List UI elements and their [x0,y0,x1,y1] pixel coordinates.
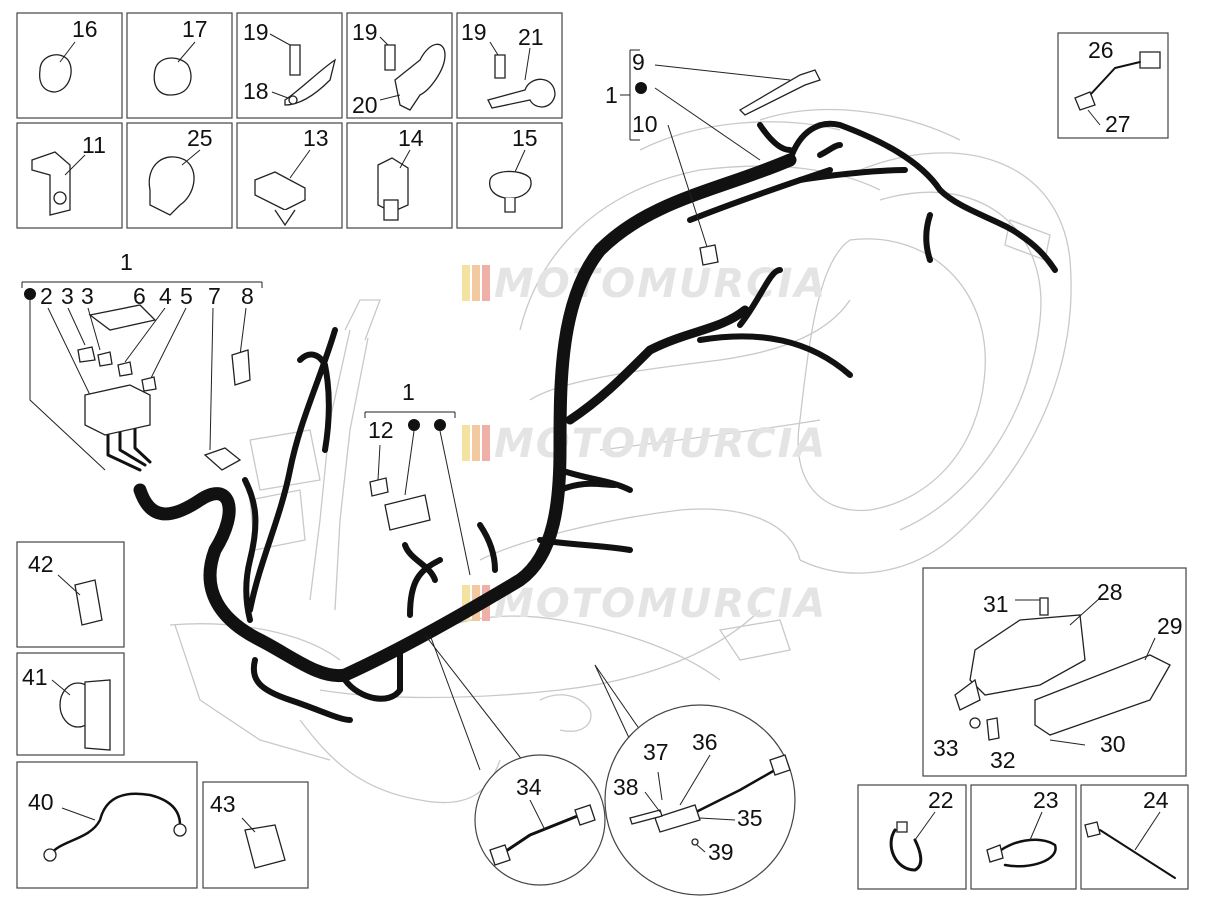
part-number-25: 25 [187,125,213,151]
part-box-23: 23 [970,784,1077,890]
part-box-11: 11 [16,122,123,229]
part-number-22: 22 [928,787,954,813]
part-number-23: 23 [1033,787,1059,813]
detail-circle-34: 34 [424,634,606,886]
part-box-22: 22 [857,784,967,890]
part-number-5: 5 [180,283,193,309]
part-number-30: 30 [1100,731,1126,757]
part-number-21: 21 [518,24,544,50]
part-number-19: 19 [243,19,269,45]
part-number-29: 29 [1157,613,1183,639]
part-number-12: 12 [368,417,394,443]
part-number-17: 17 [182,16,208,42]
part-number-19: 19 [352,19,378,45]
part-number-34: 34 [516,774,542,800]
part-number-37: 37 [643,739,669,765]
part-number-2: 2 [40,283,53,309]
watermark-text: MOTOMURCIA [494,581,827,627]
part-number-31: 31 [983,591,1009,617]
part-box-43: 43 [202,781,309,889]
part-box-15: 15 [456,122,563,229]
kit-dot [24,288,36,300]
part-box-18-19: 19 18 [236,12,343,119]
part-group-fuse-box: 1 2 3 3 6 4 5 7 8 [21,249,263,471]
part-number-1: 1 [402,379,415,405]
part-box-16: 16 [16,12,123,119]
part-number-27: 27 [1105,111,1131,137]
detail-circle-35-39: 37 36 38 35 39 [594,664,796,896]
part-number-19: 19 [461,19,487,45]
part-box-19-21: 19 21 [456,12,563,119]
part-number-11: 11 [82,132,106,158]
part-number-39: 39 [708,839,734,865]
part-number-1: 1 [605,82,618,108]
part-box-40: 40 [16,761,198,889]
part-number-42: 42 [28,551,54,577]
part-box-25: 25 [126,122,233,229]
part-box-24: 24 [1080,784,1189,890]
part-number-35: 35 [737,805,763,831]
part-number-18: 18 [243,78,269,104]
part-number-36: 36 [692,729,718,755]
part-number-9: 9 [632,49,645,75]
kit-dot [635,82,647,94]
part-number-26: 26 [1088,37,1114,63]
watermark-text: MOTOMURCIA [494,261,827,307]
kit-dot [434,419,446,431]
part-number-8: 8 [241,283,254,309]
scooter-body-outline [169,108,1072,804]
part-box-26-27: 26 27 [1057,32,1169,139]
watermark: MOTOMURCIA MOTOMURCIA MOTOMURCIA [462,261,827,627]
kit-dot [408,419,420,431]
watermark-text: MOTOMURCIA [494,421,827,467]
part-number-3: 3 [81,283,94,309]
part-number-1: 1 [120,249,133,275]
part-number-16: 16 [72,16,98,42]
part-number-10: 10 [632,111,658,137]
part-number-43: 43 [210,791,236,817]
part-number-7: 7 [208,283,221,309]
part-box-17: 17 [126,12,233,119]
part-box-42: 42 [16,541,125,648]
part-number-6: 6 [133,283,146,309]
part-number-24: 24 [1143,787,1169,813]
part-number-3: 3 [61,283,74,309]
main-wiring-harness [106,120,1058,723]
part-number-28: 28 [1097,579,1123,605]
part-number-14: 14 [398,125,424,151]
part-number-32: 32 [990,747,1016,773]
part-number-4: 4 [159,283,172,309]
part-number-33: 33 [933,735,959,761]
part-box-28-33: 31 28 29 33 32 30 [922,567,1187,777]
part-number-40: 40 [28,789,54,815]
part-number-13: 13 [303,125,329,151]
part-number-41: 41 [22,664,48,690]
part-box-19-20: 19 20 [346,12,453,119]
part-box-41: 41 [16,652,125,756]
part-group-9-10: 9 1 10 [605,49,821,266]
part-number-38: 38 [613,774,639,800]
part-number-15: 15 [512,125,538,151]
part-box-13: 13 [236,122,343,229]
part-group-main-fuse: 1 12 [364,379,471,576]
part-number-20: 20 [352,92,378,118]
part-box-14: 14 [346,122,453,229]
